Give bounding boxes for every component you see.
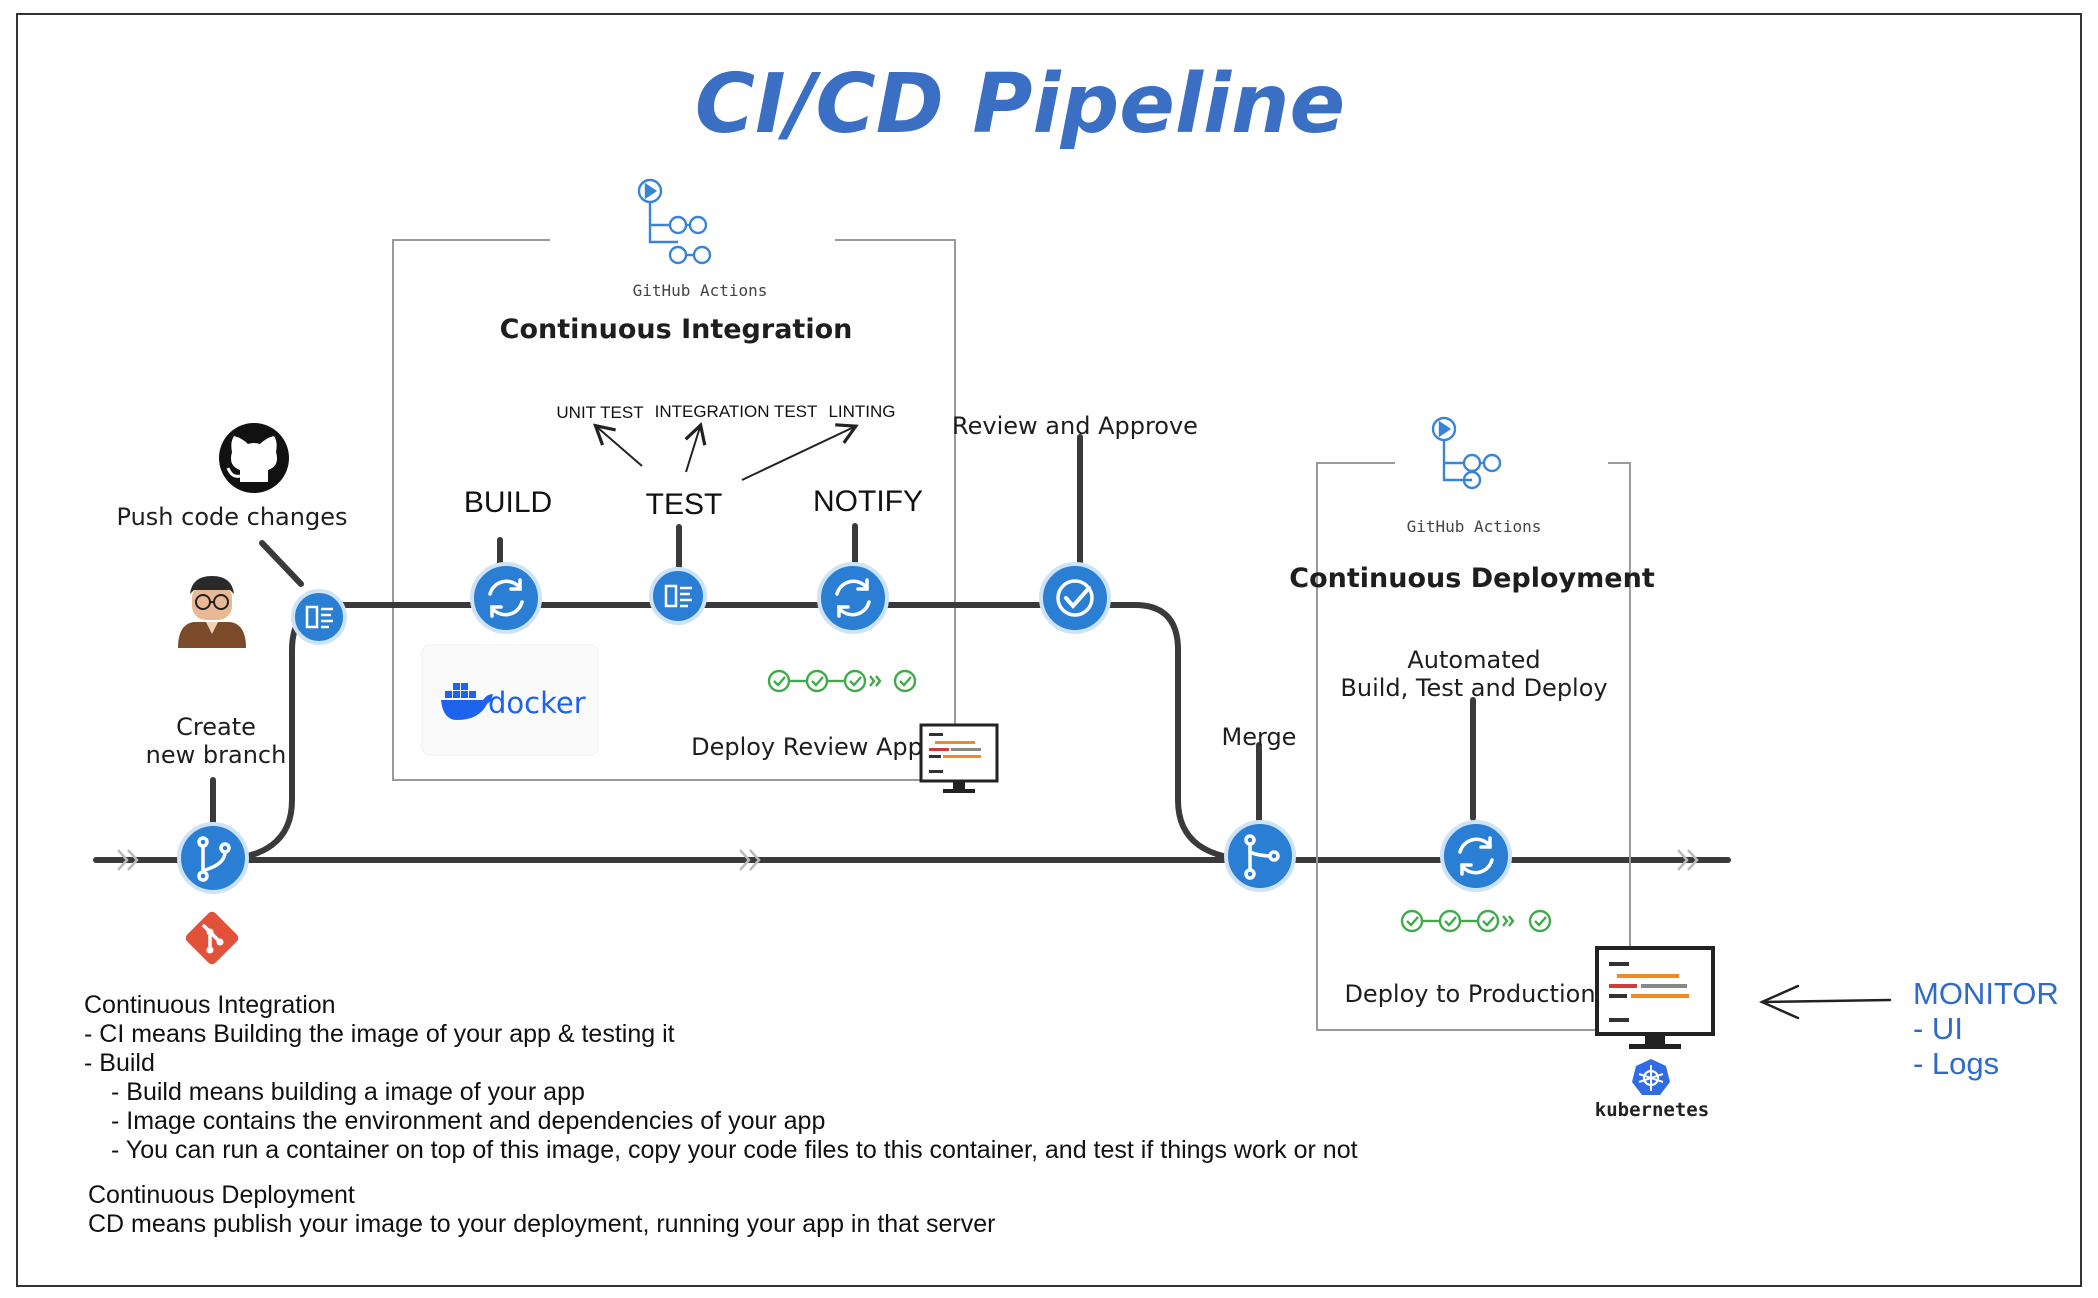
- step-notify-label: NOTIFY: [813, 485, 923, 518]
- step-test-label: TEST: [646, 488, 723, 521]
- ci-box: [392, 239, 956, 781]
- create-label-line2: new branch: [146, 741, 287, 769]
- page-title: CI/CD Pipeline: [695, 57, 1345, 152]
- test-label-linting: LINTING: [828, 402, 895, 421]
- deploy-prod-label: Deploy to Production: [1344, 980, 1595, 1008]
- monitor-title: MONITOR: [1913, 976, 2059, 1011]
- ci-note-line: Continuous Integration: [84, 991, 336, 1019]
- push-label: Push code changes: [117, 503, 348, 531]
- cd-checks: [1400, 909, 1552, 933]
- prod-monitor-icon: [1595, 946, 1715, 1049]
- kubernetes-label: kubernetes: [1595, 1099, 1709, 1121]
- cd-automated-line2: Build, Test and Deploy: [1340, 674, 1607, 702]
- cd-automated-line1: Automated: [1407, 646, 1540, 674]
- notify-node: [817, 562, 889, 634]
- ci-checks: [767, 669, 917, 693]
- test-node: [649, 567, 707, 625]
- docker-icon: [441, 683, 493, 720]
- github-actions-icon: [637, 178, 712, 265]
- create-label-line1: Create: [176, 713, 256, 741]
- cd-note-line: Continuous Deployment: [88, 1181, 355, 1209]
- review-label: Review and Approve: [952, 412, 1198, 440]
- ci-note-line: - You can run a container on top of this…: [111, 1136, 1358, 1164]
- track-chevrons: [117, 849, 1699, 871]
- branch-node: [177, 822, 249, 894]
- cd-notes: Continuous Deployment CD means publish y…: [88, 1181, 995, 1238]
- github-icon: [219, 423, 289, 493]
- docker-card: [421, 644, 599, 756]
- review-node: [1039, 562, 1111, 634]
- deploy-review-label: Deploy Review App: [691, 733, 923, 761]
- ci-note-line: - Build: [84, 1049, 155, 1077]
- kubernetes-icon: [1632, 1059, 1670, 1095]
- monitor-item-logs: - Logs: [1913, 1046, 1999, 1081]
- cd-heading: Continuous Deployment: [1289, 563, 1655, 594]
- github-actions-icon-cd: [1431, 416, 1502, 490]
- cd-tool-label: GitHub Actions: [1407, 517, 1542, 536]
- test-label-unit: UNIT TEST: [556, 403, 643, 422]
- test-label-integration: INTEGRATION TEST: [655, 402, 818, 421]
- ci-tool-label: GitHub Actions: [633, 281, 768, 300]
- ci-note-line: - Build means building a image of your a…: [111, 1078, 585, 1106]
- test-arrows: [592, 421, 859, 481]
- cd-note-line: CD means publish your image to your depl…: [88, 1210, 995, 1238]
- step-build-label: BUILD: [464, 486, 552, 519]
- review-monitor-icon: [919, 723, 999, 793]
- git-icon: [185, 911, 239, 965]
- merge-label: Merge: [1222, 723, 1297, 751]
- ci-note-line: - CI means Building the image of your ap…: [84, 1020, 675, 1048]
- monitor-item-ui: - UI: [1913, 1011, 1963, 1046]
- ci-note-line: - Image contains the environment and dep…: [111, 1107, 825, 1135]
- ci-heading: Continuous Integration: [500, 314, 853, 345]
- cd-box: [1316, 462, 1631, 1031]
- developer-avatar: [178, 576, 246, 648]
- push-node: [291, 589, 347, 645]
- deploy-node: [1440, 820, 1512, 892]
- outer-frame: [16, 13, 2082, 1287]
- monitor-arrow: [1758, 984, 1892, 1020]
- docker-label: docker: [488, 686, 586, 720]
- build-node: [470, 562, 542, 634]
- merge-node: [1224, 820, 1296, 892]
- ci-notes: Continuous Integration - CI means Buildi…: [84, 991, 1358, 1164]
